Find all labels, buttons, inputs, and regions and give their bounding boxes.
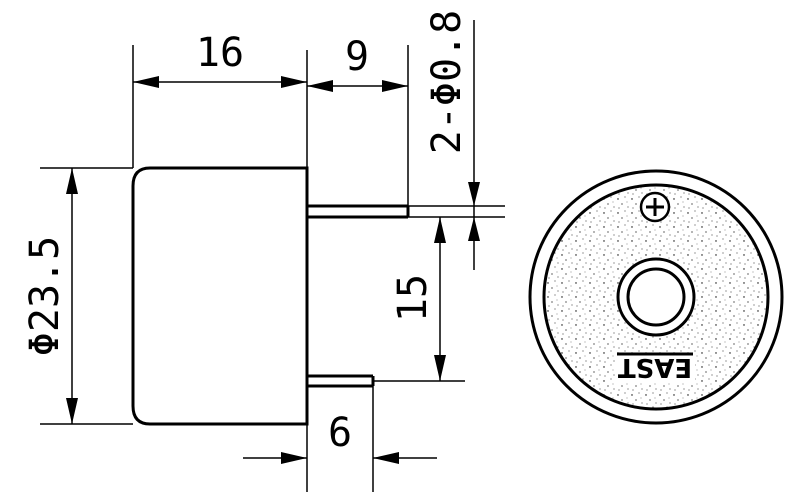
extension-lines [40, 20, 505, 492]
buzzer-outer-rim [528, 169, 784, 425]
lower-lead [307, 374, 375, 388]
buzzer-body-outline [131, 166, 309, 426]
dimension-lead-spec: 2-Φ0.8 [424, 10, 480, 241]
front-view: EAST [528, 169, 784, 425]
dimension-label-lead-base: 6 [328, 410, 352, 456]
dimension-label-pin-pitch: 15 [390, 274, 436, 322]
polarity-plus-icon [639, 191, 671, 223]
svg-text:EAST: EAST [618, 352, 693, 382]
dimension-lead-length: 9 [307, 34, 408, 92]
upper-lead [307, 204, 410, 219]
dimension-label-body-length: 16 [196, 30, 244, 76]
sound-port-inner [626, 267, 686, 327]
dimension-label-lead-spec: 2-Φ0.8 [424, 10, 470, 155]
dimension-pin-pitch: 15 [390, 217, 446, 381]
dimension-diameter: Φ23.5 [22, 168, 78, 424]
dimension-lead-base: 6 [243, 410, 437, 464]
dimension-body-length: 16 [133, 30, 307, 88]
side-view [131, 166, 410, 426]
dimension-label-diameter: Φ23.5 [22, 236, 68, 356]
dimension-label-lead-length: 9 [345, 34, 369, 80]
brand-logo: EAST [615, 352, 695, 382]
